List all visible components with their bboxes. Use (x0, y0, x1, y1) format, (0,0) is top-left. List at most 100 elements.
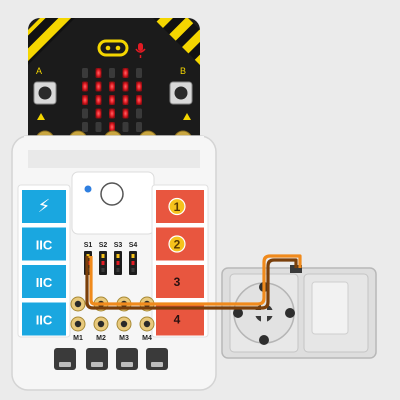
led-3-2 (109, 108, 115, 119)
button-a[interactable] (33, 81, 57, 105)
left-ports: ⚡ IIC IIC IIC (22, 190, 66, 336)
servo-header-label: S2 (99, 242, 108, 249)
led-1-4 (136, 81, 142, 92)
right-port-2[interactable]: 2 (156, 227, 204, 261)
header-pin (101, 254, 105, 258)
motor-terminal-2-2[interactable] (93, 316, 109, 332)
motor-label: M1 (73, 335, 83, 342)
header-pin (116, 268, 120, 272)
left-port-3[interactable]: IIC (22, 265, 66, 298)
led-0-1 (95, 68, 102, 78)
led-1-1 (95, 81, 102, 92)
wire-signal (89, 254, 302, 306)
left-port-2[interactable]: IIC (22, 227, 66, 261)
led-2-0 (82, 95, 88, 105)
led-3-3 (122, 108, 129, 119)
motor-label: M4 (142, 335, 152, 342)
led-1-3 (122, 81, 129, 92)
header-pin (116, 261, 120, 265)
terminal-hole (97, 320, 105, 328)
terminal-hole (74, 320, 82, 328)
motor-label: M2 (96, 335, 106, 342)
led-3-0 (82, 108, 88, 119)
bottom-buttons (54, 348, 168, 370)
power-icon: ⚡ (38, 196, 51, 216)
bottom-button-1[interactable] (54, 348, 76, 370)
led-4-1 (95, 122, 102, 132)
corner-stripes-left (28, 18, 75, 65)
header-pin (131, 261, 135, 265)
servo-motor (221, 265, 377, 359)
wire-ground (85, 256, 298, 310)
triangle-marker-right (183, 113, 191, 120)
led-4-0 (82, 122, 88, 132)
led-4-2 (109, 122, 115, 132)
button-b-label: B (180, 66, 186, 76)
left-port-block (22, 190, 66, 223)
corner-stripes-right (153, 18, 200, 65)
power-button[interactable] (100, 182, 124, 206)
port-number-label: 2 (174, 238, 181, 252)
servo-header-label: S3 (114, 242, 123, 249)
microphone-icon (135, 43, 146, 58)
status-led (84, 185, 92, 193)
right-port-1[interactable]: 1 (156, 190, 204, 223)
microbit-board: A B (28, 18, 200, 168)
left-port-block (22, 265, 66, 298)
servo-hole-bottom (259, 335, 269, 345)
servo-wire (85, 254, 302, 310)
iic-label: IIC (36, 313, 53, 328)
port-number-label: 3 (174, 275, 181, 289)
motor-terminal-4-2[interactable] (139, 316, 155, 332)
board-slot (24, 136, 204, 166)
servo-header-4[interactable] (129, 251, 137, 275)
motor-terminal-1-1[interactable] (70, 296, 86, 312)
header-pin (101, 261, 105, 265)
microbit-logo (97, 39, 129, 57)
right-port-block (156, 265, 204, 298)
iic-label: IIC (36, 275, 53, 290)
motor-terminal-3-2[interactable] (116, 316, 132, 332)
triangle-marker-left (37, 113, 45, 120)
motor-terminal-1-2[interactable] (70, 316, 86, 332)
motor-label: M3 (119, 335, 129, 342)
bottom-button-3[interactable] (116, 348, 138, 370)
button-a-label: A (36, 66, 42, 76)
servo-header-label: S1 (84, 242, 93, 249)
led-0-0 (82, 68, 88, 78)
left-port-block (22, 302, 66, 336)
terminal-hole (74, 300, 82, 308)
bottom-button-4[interactable] (146, 348, 168, 370)
servo-header-2[interactable] (99, 251, 107, 275)
led-0-4 (136, 68, 142, 78)
led-matrix (82, 68, 142, 132)
right-port-3[interactable]: 3 (156, 265, 204, 298)
header-pin (131, 268, 135, 272)
led-1-0 (82, 81, 88, 92)
button-b[interactable] (169, 81, 193, 105)
servo-hole-left (233, 308, 243, 318)
led-2-3 (122, 95, 129, 105)
terminal-hole (143, 320, 151, 328)
led-1-2 (109, 81, 115, 92)
port-number-label: 1 (174, 200, 181, 214)
led-3-4 (136, 108, 142, 119)
microbit-pcb (28, 18, 200, 168)
terminal-hole (120, 320, 128, 328)
left-port-block (22, 227, 66, 261)
led-4-4 (136, 122, 142, 132)
servo-header-label: S4 (129, 242, 138, 249)
led-2-1 (95, 95, 102, 105)
led-2-2 (109, 95, 115, 105)
led-4-3 (122, 122, 129, 132)
left-port-1[interactable]: ⚡ (22, 190, 66, 223)
left-port-4[interactable]: IIC (22, 302, 66, 336)
header-pin (116, 254, 120, 258)
port-number-badge (168, 235, 186, 253)
iic-label: IIC (36, 238, 53, 253)
header-pin (131, 254, 135, 258)
servo-header-3[interactable] (114, 251, 122, 275)
bottom-button-2[interactable] (86, 348, 108, 370)
